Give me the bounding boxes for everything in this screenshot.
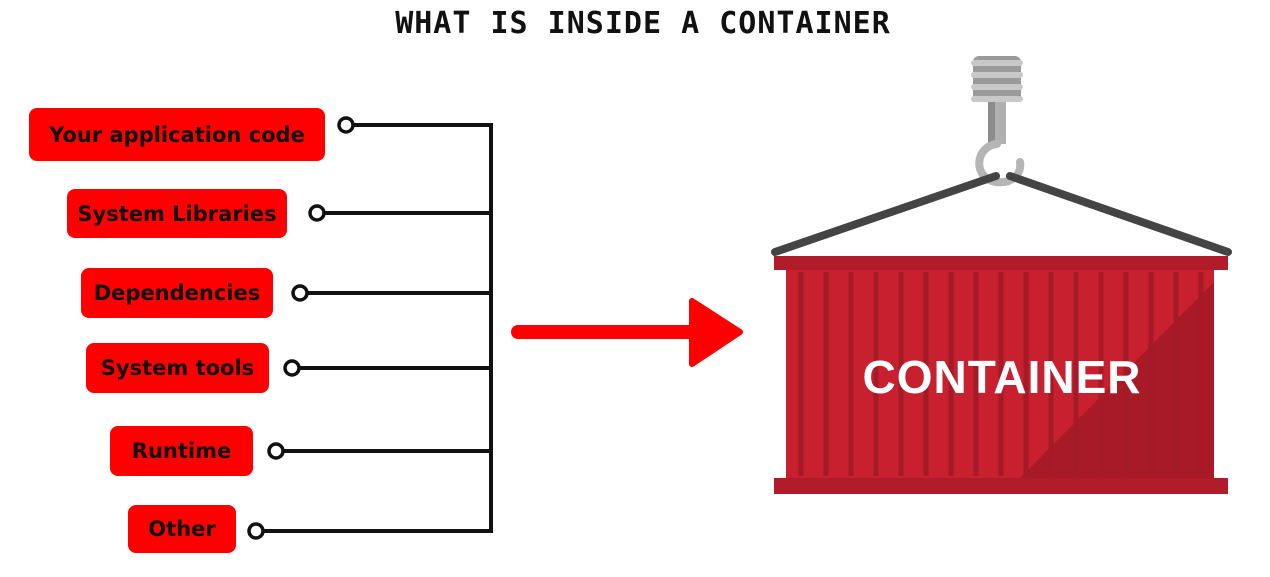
container-label: CONTAINER [862,351,1142,403]
item-system-tools: System tools [86,343,269,393]
item-runtime: Runtime [110,426,253,476]
item-other: Other [128,505,236,553]
connector-node [291,284,309,302]
connector-node [308,204,326,222]
page-title: WHAT IS INSIDE A CONTAINER [395,6,891,41]
shipping-container-icon [774,256,1228,494]
item-system-libraries: System Libraries [67,189,287,238]
connector-node [247,522,265,540]
item-your-application-code: Your application code [29,108,325,161]
cable-right [1006,172,1232,256]
cable-left [771,172,1000,256]
arrow-right-icon [511,298,743,367]
item-dependencies: Dependencies [81,268,273,318]
connector-node [337,116,355,134]
crane-hook-icon [971,56,1025,187]
connector-node [283,359,301,377]
connector-node [267,442,285,460]
